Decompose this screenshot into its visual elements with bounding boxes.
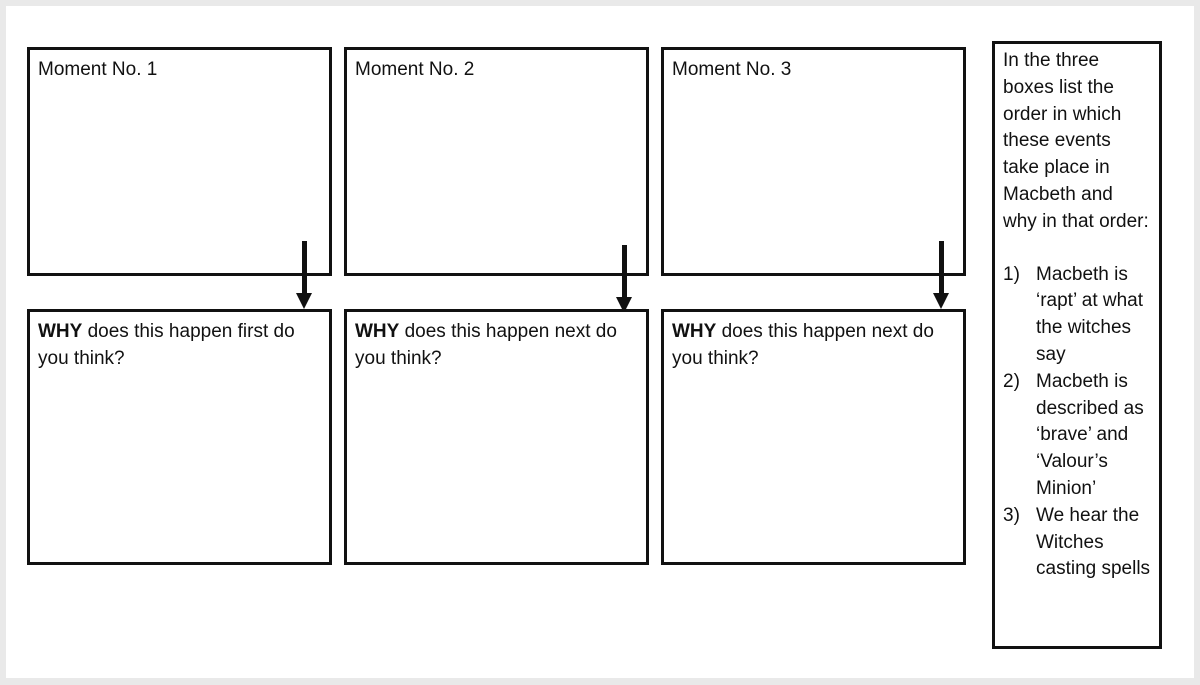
moment-box-1[interactable]: Moment No. 1 bbox=[27, 47, 332, 276]
list-item-text: Macbeth is ‘rapt’ at what the witches sa… bbox=[1036, 263, 1144, 365]
list-item-text: We hear the Witches casting spells bbox=[1036, 504, 1151, 580]
moment-box-2[interactable]: Moment No. 2 bbox=[344, 47, 649, 276]
list-item: 2) Macbeth is described as ‘brave’ and ‘… bbox=[1003, 369, 1151, 503]
list-item-number: 2) bbox=[1003, 370, 1020, 392]
why-bold-2: WHY bbox=[355, 321, 400, 342]
why-bold-1: WHY bbox=[38, 321, 83, 342]
list-item-number: 1) bbox=[1003, 263, 1020, 285]
down-arrow-icon-3 bbox=[931, 241, 951, 311]
moment-title-1: Moment No. 1 bbox=[38, 59, 158, 80]
why-prompt-2: WHY does this happen next do you think? bbox=[355, 321, 617, 369]
why-box-3[interactable]: WHY does this happen next do you think? bbox=[661, 309, 966, 565]
list-item: 3) We hear the Witches casting spells bbox=[1003, 503, 1151, 583]
moment-box-3[interactable]: Moment No. 3 bbox=[661, 47, 966, 276]
why-bold-3: WHY bbox=[672, 321, 717, 342]
why-text-3: does this happen next do you think? bbox=[672, 321, 934, 369]
why-prompt-3: WHY does this happen next do you think? bbox=[672, 321, 934, 369]
why-text-1: does this happen first do you think? bbox=[38, 321, 295, 369]
list-item-number: 3) bbox=[1003, 504, 1020, 526]
why-prompt-1: WHY does this happen first do you think? bbox=[38, 321, 295, 369]
instructions-panel: In the three boxes list the order in whi… bbox=[992, 41, 1162, 649]
moment-title-3: Moment No. 3 bbox=[672, 59, 792, 80]
why-box-1[interactable]: WHY does this happen first do you think? bbox=[27, 309, 332, 565]
why-text-2: does this happen next do you think? bbox=[355, 321, 617, 369]
list-item: 1) Macbeth is ‘rapt’ at what the witches… bbox=[1003, 262, 1151, 369]
instructions-intro: In the three boxes list the order in whi… bbox=[1003, 50, 1149, 232]
moment-title-2: Moment No. 2 bbox=[355, 59, 475, 80]
why-box-2[interactable]: WHY does this happen next do you think? bbox=[344, 309, 649, 565]
down-arrow-icon-1 bbox=[294, 241, 314, 311]
events-list: 1) Macbeth is ‘rapt’ at what the witches… bbox=[1003, 262, 1151, 584]
list-item-text: Macbeth is described as ‘brave’ and ‘Val… bbox=[1036, 370, 1144, 499]
down-arrow-icon-2 bbox=[614, 245, 634, 315]
